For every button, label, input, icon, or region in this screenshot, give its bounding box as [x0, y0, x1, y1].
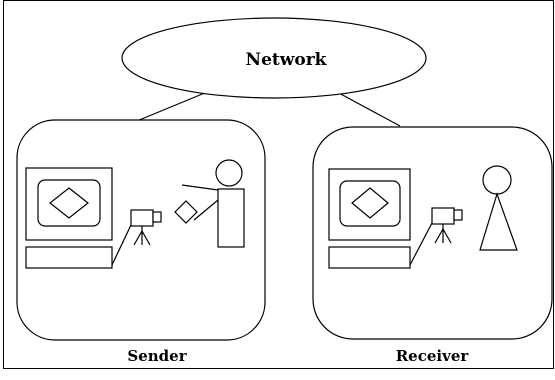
sender-presenter-icon [174, 159, 245, 248]
network-label: Network [246, 50, 328, 70]
sender-station: Sender [16, 119, 266, 365]
receiver-link-line [336, 91, 401, 127]
receiver-label: Receiver [396, 347, 470, 365]
receiver-keyboard [328, 246, 411, 269]
network-ellipse [121, 17, 427, 99]
receiver-camera-icon [409, 207, 463, 266]
receiver-station: Receiver [312, 126, 553, 365]
sender-camera-icon [111, 209, 162, 266]
receiver-computer-icon [328, 168, 411, 269]
network-node: Network [121, 17, 427, 99]
sender-screen-document-icon [49, 187, 89, 219]
sender-keyboard [25, 246, 113, 269]
sender-link-line [131, 89, 213, 124]
sender-held-document-icon [174, 200, 198, 224]
sender-computer-icon [25, 167, 113, 269]
sender-label: Sender [127, 347, 187, 365]
receiver-viewer-icon [479, 165, 518, 251]
receiver-screen-document-icon [351, 187, 389, 219]
diagram-frame [3, 0, 554, 369]
